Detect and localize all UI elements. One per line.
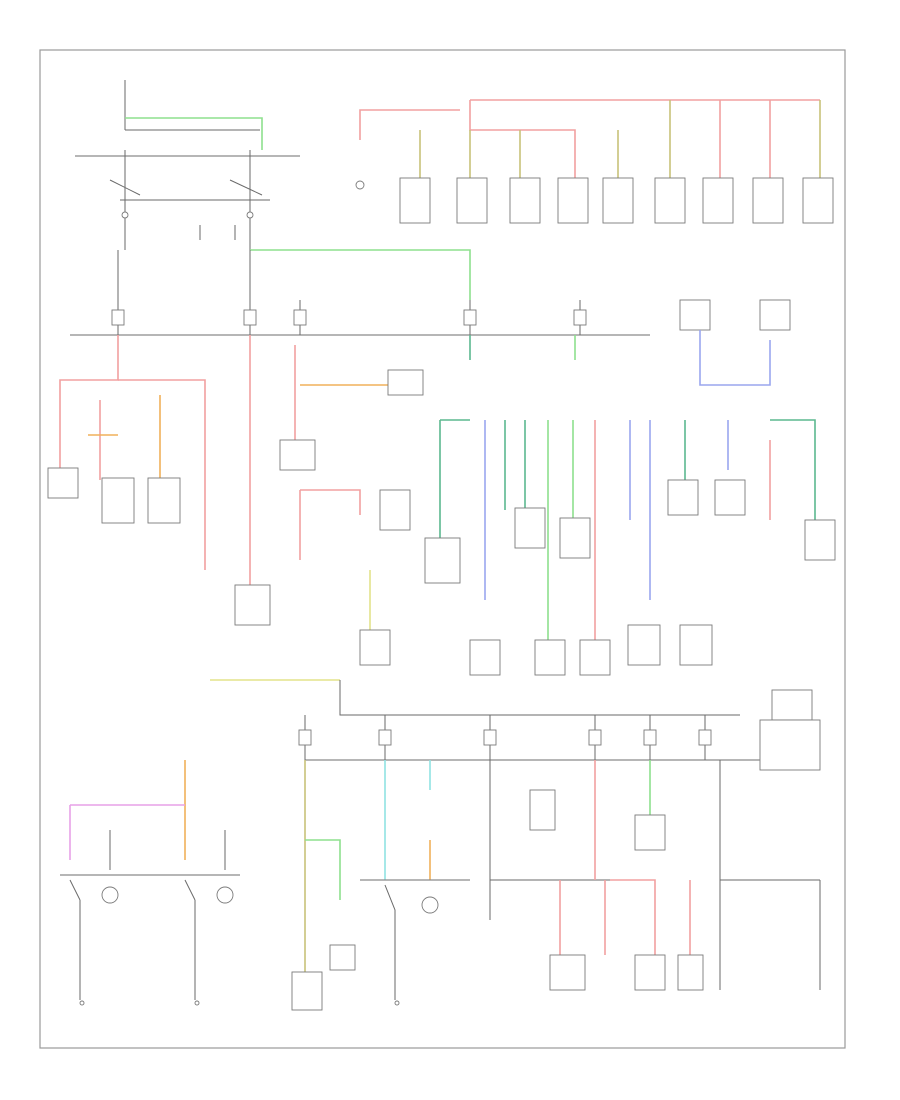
lower-left-lamps: [60, 760, 240, 1006]
lamp-outputs-group: [355, 99, 834, 224]
ignition-switch-group: [75, 80, 471, 300]
center-modules: [299, 335, 651, 676]
diagram-border: [39, 49, 846, 1049]
wire-green-top: [125, 117, 263, 150]
lower-right: [489, 760, 821, 991]
right-mid-section: [627, 419, 836, 771]
lower-center: [291, 760, 556, 1011]
left-mid-section: [47, 335, 424, 626]
fuse-bus-row-1: [70, 299, 791, 386]
fuse-bus-row-2: [210, 679, 760, 761]
wire-green-ignition: [250, 249, 471, 300]
